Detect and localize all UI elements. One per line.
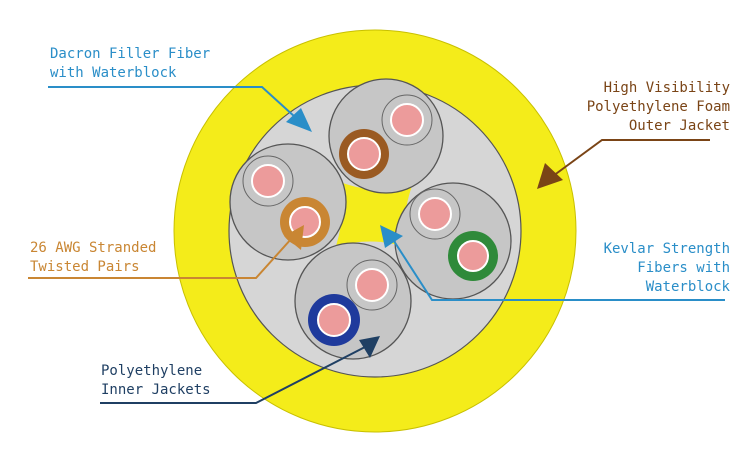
label-line: Polyethylene Foam: [586, 99, 730, 115]
label-line: High Visibility: [603, 80, 730, 96]
label-polyethylene-inner-jackets: Polyethylene Inner Jackets: [101, 362, 211, 400]
label-line: Inner Jackets: [101, 382, 211, 398]
label-kevlar-strength-fibers: Kevlar Strength Fibers with Waterblock: [604, 240, 730, 297]
label-line: Fibers with: [637, 260, 730, 276]
label-line: Outer Jacket: [628, 118, 730, 134]
label-line: 26 AWG Stranded: [30, 240, 157, 256]
inner-jacket-bottom: [294, 242, 412, 360]
callout-awg: [28, 225, 304, 279]
label-line: with Waterblock: [50, 65, 177, 81]
label-outer-jacket: High Visibility Polyethylene Foam Outer …: [587, 79, 730, 136]
callout-dacron: [48, 86, 312, 132]
callout-kevlar: [380, 225, 725, 301]
callout-inner-jackets: [100, 336, 380, 404]
label-line: Dacron Filler Fiber: [50, 46, 211, 62]
label-line: Kevlar Strength: [603, 241, 730, 257]
label-26-awg-twisted-pairs: 26 AWG Stranded Twisted Pairs: [30, 239, 156, 277]
outer-jacket-outer-edge: [173, 29, 577, 433]
label-line: Waterblock: [645, 279, 730, 295]
inner-jacket-right: [394, 182, 512, 300]
label-dacron-filler-fiber: Dacron Filler Fiber with Waterblock: [50, 45, 210, 83]
inner-jacket-top: [328, 78, 444, 194]
label-line: Polyethylene: [101, 363, 203, 379]
callout-outer-jacket: [537, 139, 710, 189]
inner-jacket-left: [229, 143, 347, 261]
label-line: Twisted Pairs: [30, 259, 140, 275]
